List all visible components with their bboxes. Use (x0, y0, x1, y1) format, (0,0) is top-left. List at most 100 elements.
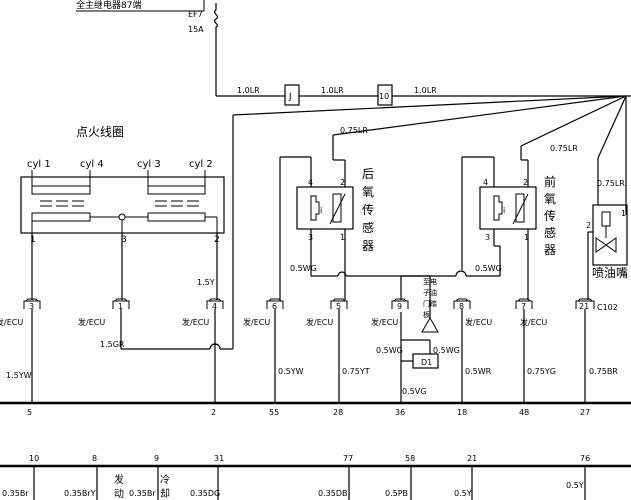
svg-text:却: 却 (160, 488, 170, 500)
svg-text:0.5PB: 0.5PB (385, 489, 408, 498)
svg-text:2: 2 (211, 408, 216, 417)
svg-text:5: 5 (27, 408, 32, 417)
svg-text:器: 器 (362, 239, 374, 253)
coil-pin3: 3 (121, 235, 127, 245)
svg-text:36: 36 (395, 408, 405, 417)
svg-text:发/ECU: 发/ECU (371, 317, 398, 327)
svg-text:冷: 冷 (160, 473, 170, 486)
svg-text:7: 7 (521, 302, 526, 311)
wire-top-3: 1.0LR (414, 86, 437, 95)
coil-cyl3: cyl 3 (137, 159, 161, 170)
svg-text:后: 后 (362, 167, 374, 181)
front-o2-pin3: 3 (485, 233, 490, 242)
svg-text:器: 器 (544, 243, 556, 257)
svg-text:10: 10 (29, 454, 39, 463)
svg-text:6: 6 (272, 302, 277, 311)
pedal-ground-triangle (421, 316, 439, 333)
svg-text:板: 板 (423, 310, 430, 319)
svg-text:28: 28 (333, 408, 343, 417)
ecu-connector: 8 发/ECU (453, 298, 492, 327)
wire-1-5gr: 1.5GR (100, 340, 125, 349)
coil-pin1: 1 (30, 235, 36, 245)
rear-o2-feed: 0.75LR (340, 126, 368, 135)
front-o2-feed: 0.75LR (550, 144, 578, 153)
relay-label: 全主继电器87端 (76, 0, 141, 11)
svg-text:77: 77 (343, 454, 353, 463)
svg-text:发/ECU: 发/ECU (465, 317, 492, 327)
svg-text:55: 55 (269, 408, 279, 417)
svg-text:0.35DG: 0.35DG (190, 489, 220, 498)
wire-0-5wg-b: 0.5WG (433, 346, 460, 355)
svg-text:48: 48 (519, 408, 529, 417)
connector-10 (377, 84, 393, 106)
wire-0-5wg-a: 0.5WG (376, 346, 403, 355)
ecu-connectors: 3 发/ECU 1 发/ECU 4 发/ECU 6 发/ECU 5 发/ECU … (0, 298, 595, 327)
ecu-connector: 5 发/ECU (306, 298, 348, 327)
svg-text:发/ECU: 发/ECU (520, 317, 547, 327)
svg-text:发/ECU: 发/ECU (306, 317, 333, 327)
connector-j (284, 84, 300, 106)
rear-o2-element-i-icon: i (320, 206, 322, 215)
injector-wire: 0.75LR (597, 179, 625, 188)
wire-1-5yw: 1.5YW (6, 371, 32, 380)
bottom-pin-numbers: 10 8 9 31 77 58 21 76 (29, 454, 590, 463)
svg-text:传: 传 (544, 208, 556, 223)
front-o2-title: 前 氧 传 感 器 (544, 174, 556, 257)
svg-text:58: 58 (405, 454, 415, 463)
diode-d1-label: D1 (421, 358, 432, 367)
wire-0-5vg: 0.5VG (402, 387, 426, 396)
rear-o2-gnd-wire: 0.5WG (290, 264, 317, 273)
rear-o2-pin2: 2 (340, 178, 345, 187)
svg-text:0.5Y: 0.5Y (566, 481, 584, 490)
svg-text:9: 9 (154, 454, 159, 463)
svg-text:感: 感 (362, 220, 374, 235)
svg-text:1: 1 (118, 302, 123, 311)
bottom-notes: 发 动 冷 却 (114, 473, 170, 500)
rear-o2-sensor (296, 186, 354, 230)
wire-0-5yw: 0.5YW (278, 367, 304, 376)
svg-text:18: 18 (457, 408, 467, 417)
svg-text:0.35Br: 0.35Br (129, 489, 156, 498)
front-o2-pin1: 1 (524, 233, 529, 242)
fuse-name: EF7 (188, 10, 203, 19)
svg-text:8: 8 (459, 302, 464, 311)
wire-top-2: 1.0LR (321, 86, 344, 95)
rear-o2-title: 后 氧 传 感 器 (362, 167, 374, 253)
svg-text:9: 9 (397, 302, 402, 311)
injector-pin2: 2 (586, 221, 591, 230)
bus-pin-numbers: 5 2 55 28 36 18 48 27 (27, 408, 590, 417)
svg-text:动: 动 (114, 488, 124, 500)
svg-text:8: 8 (92, 454, 97, 463)
ecu-connector: 7 发/ECU (515, 298, 547, 327)
svg-text:发/ECU: 发/ECU (78, 317, 105, 327)
coil-title: 点火线圈 (76, 125, 124, 139)
fuse-ef7-symbol (214, 3, 219, 36)
wire-top-1: 1.0LR (237, 86, 260, 95)
wire-0-75yg: 0.75YG (527, 367, 556, 376)
svg-text:发/ECU: 发/ECU (182, 317, 209, 327)
fuse-rating: 15A (188, 25, 204, 34)
svg-text:0.35DB: 0.35DB (318, 489, 347, 498)
svg-text:传: 传 (362, 202, 374, 217)
front-o2-gnd-wire: 0.5WG (475, 264, 502, 273)
coil-cyl2: cyl 2 (189, 159, 213, 170)
svg-text:感: 感 (544, 225, 556, 240)
svg-text:4: 4 (212, 302, 217, 311)
svg-text:0.5Y: 0.5Y (454, 489, 472, 498)
ecu-connector: 6 发/ECU (243, 298, 284, 327)
svg-text:发: 发 (114, 473, 124, 486)
connector-10-label: 10 (379, 92, 389, 101)
front-o2-pin4: 4 (483, 178, 488, 187)
injector-pin1: 1 (621, 209, 626, 218)
svg-text:5: 5 (336, 302, 341, 311)
rear-o2-pin4: 4 (308, 178, 313, 187)
front-o2-element-i-icon: i (503, 206, 505, 215)
svg-text:0.35BrY: 0.35BrY (64, 489, 96, 498)
svg-text:76: 76 (580, 454, 590, 463)
ecu-connector: 9 发/ECU (371, 298, 409, 327)
front-o2-pin2: 2 (523, 178, 528, 187)
injector-box (592, 204, 628, 266)
svg-text:发/ECU: 发/ECU (0, 317, 23, 327)
svg-text:21: 21 (467, 454, 477, 463)
coil-cyl4: cyl 4 (80, 159, 104, 170)
